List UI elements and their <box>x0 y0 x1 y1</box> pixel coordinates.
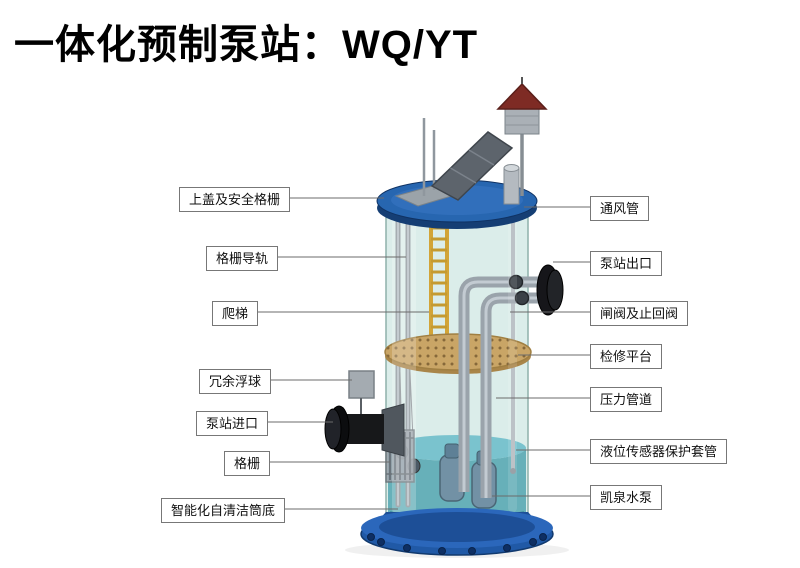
label-ventilation-pipe: 通风管 <box>590 196 650 221</box>
label-redundant-float: 冗余浮球 <box>198 369 271 394</box>
maintenance-platform <box>384 333 532 374</box>
base-flange <box>360 508 554 556</box>
opened-cover-panel <box>430 131 514 201</box>
check-valve <box>508 274 524 290</box>
masts <box>422 118 436 196</box>
label-inlet: 泵站进口 <box>195 411 268 436</box>
label-level-sensor-sleeve: 液位传感器保护套管 <box>590 439 728 464</box>
label-top-cover-safety-grille: 上盖及安全格栅 <box>178 187 290 212</box>
ventilation-pipe <box>503 164 520 205</box>
label-outlet: 泵站出口 <box>590 251 663 276</box>
page-title: 一体化预制泵站：WQ/YT <box>14 23 479 67</box>
pressure-pipes <box>458 274 544 498</box>
label-grille: 格栅 <box>223 451 270 476</box>
red-roof <box>496 82 548 110</box>
leader-lines <box>258 197 590 510</box>
label-kaiquan-pump: 凯泉水泵 <box>590 485 663 510</box>
outlet-flange <box>536 264 564 316</box>
label-self-cleaning-bottom: 智能化自清洁筒底 <box>160 498 285 523</box>
roof-vent-structure <box>496 77 548 196</box>
label-pressure-pipe: 压力管道 <box>590 387 663 412</box>
inlet-pipe <box>324 403 405 457</box>
float-junction-box <box>348 370 375 414</box>
glass-highlight-right <box>508 212 517 512</box>
glass-highlight <box>392 212 416 518</box>
label-grille-guide-rail: 格栅导轨 <box>205 246 278 271</box>
label-valves: 闸阀及止回阀 <box>590 301 689 326</box>
flange-bolts <box>367 533 547 555</box>
label-ladder: 爬梯 <box>211 301 258 326</box>
label-maintenance-platform: 检修平台 <box>590 344 663 369</box>
gate-valve <box>514 290 530 306</box>
